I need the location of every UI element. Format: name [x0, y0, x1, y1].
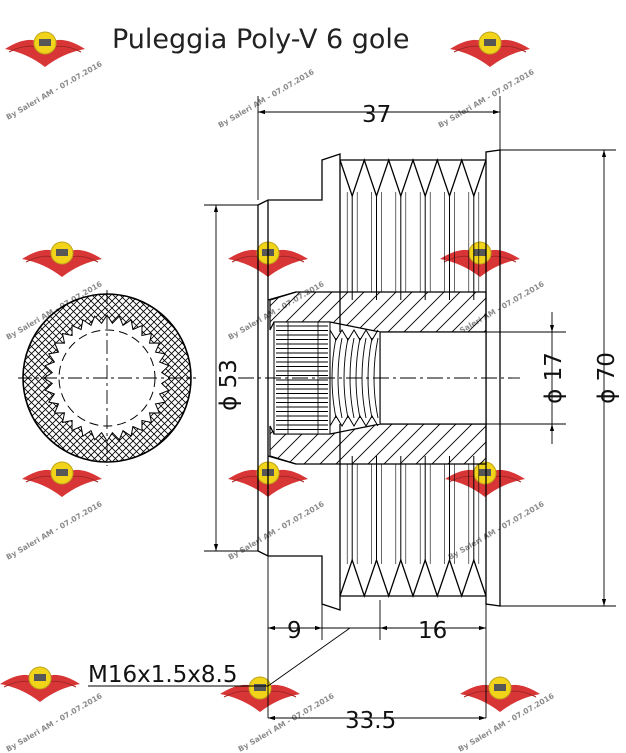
grooves-top	[339, 157, 487, 199]
diameter-symbol: ϕ	[541, 389, 567, 404]
dim-width-37: 37	[362, 102, 391, 128]
dimension-lines	[88, 96, 616, 721]
dim-outer-70: 70	[594, 352, 620, 381]
svg-text:By Saleri AM - 07.07.2016: By Saleri AM - 07.07.2016	[227, 499, 326, 561]
drawing-title: Puleggia Poly-V 6 gole	[112, 24, 410, 55]
section-view	[238, 149, 520, 611]
end-view	[18, 290, 196, 466]
svg-text:By Saleri AM - 07.07.2016: By Saleri AM - 07.07.2016	[447, 499, 546, 561]
svg-text:By Saleri AM - 07.07.2016: By Saleri AM - 07.07.2016	[217, 67, 316, 129]
svg-text:By Saleri AM - 07.07.2016: By Saleri AM - 07.07.2016	[437, 67, 536, 129]
dim-length-9: 9	[287, 618, 302, 644]
svg-text:By Saleri AM - 07.07.2016: By Saleri AM - 07.07.2016	[5, 59, 104, 121]
thread-callout: M16x1.5x8.5	[88, 662, 238, 688]
groove-vertical-lines	[346, 192, 480, 564]
diameter-symbol: ϕ	[216, 396, 242, 411]
dim-bore-17-label: ϕ 17	[541, 352, 567, 404]
dim-length-16: 16	[418, 618, 447, 644]
dim-bore-17: 17	[541, 352, 567, 381]
dim-diameter-53-label: ϕ 53	[216, 359, 242, 411]
grooves-bottom	[339, 557, 487, 599]
dim-outer-70-label: ϕ 70	[594, 352, 620, 404]
dim-length-33-5: 33.5	[345, 708, 396, 734]
diameter-symbol: ϕ	[594, 389, 620, 404]
svg-text:By Saleri AM - 07.07.2016: By Saleri AM - 07.07.2016	[5, 691, 104, 753]
svg-text:By Saleri AM - 07.07.2016: By Saleri AM - 07.07.2016	[5, 499, 104, 561]
dim-diameter-53: 53	[216, 359, 242, 388]
